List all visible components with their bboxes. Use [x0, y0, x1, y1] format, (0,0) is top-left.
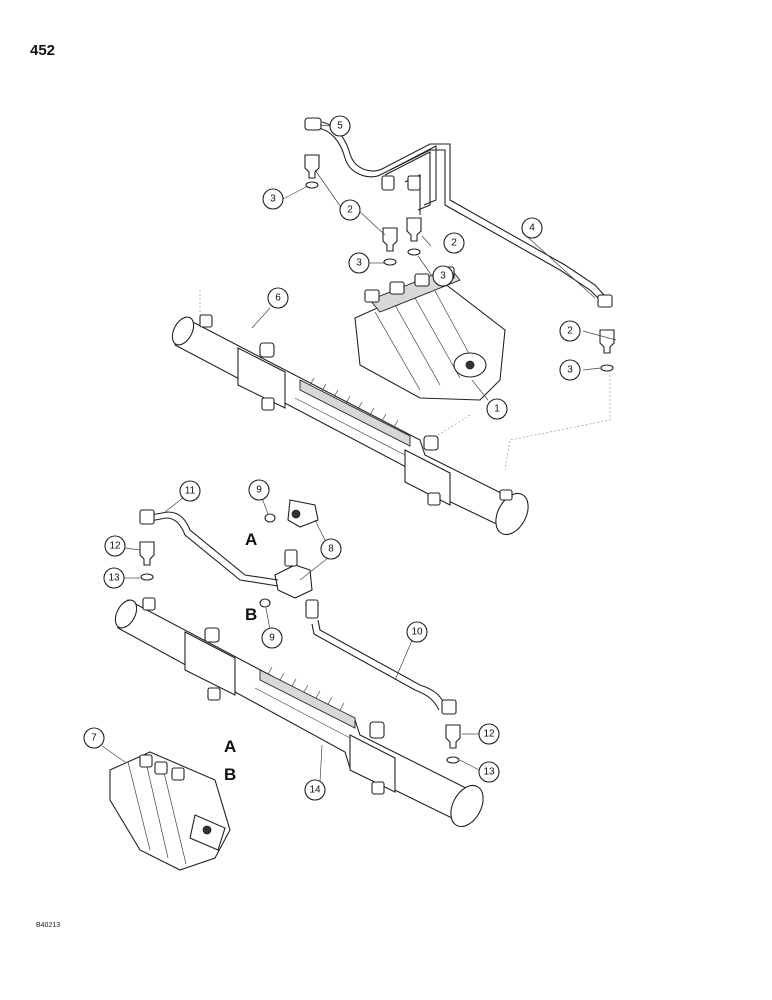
- svg-text:10: 10: [411, 627, 423, 638]
- callout-3d: 3: [559, 359, 581, 381]
- control-valve-lower: [109, 751, 231, 871]
- svg-text:1: 1: [494, 404, 500, 415]
- callout-2a: 2: [339, 199, 361, 221]
- hydraulic-tubes-lower: [139, 509, 457, 715]
- svg-text:12: 12: [483, 729, 495, 740]
- svg-text:11: 11: [185, 486, 196, 497]
- callout-13b: 13: [478, 761, 500, 783]
- callout-labels: 5 3 2 3 2 3 4 6 2 3 1 9 8 11 12 13 9 10 …: [83, 115, 581, 801]
- port-label-a-upper: A: [245, 530, 257, 549]
- callout-14: 14: [304, 779, 326, 801]
- callout-5: 5: [329, 115, 351, 137]
- port-label-b-upper: B: [245, 605, 257, 624]
- svg-text:9: 9: [256, 485, 262, 496]
- svg-text:4: 4: [529, 223, 535, 234]
- svg-text:2: 2: [347, 205, 353, 216]
- fittings-upper: [304, 154, 615, 372]
- upper-cylinder-assembly: [171, 117, 615, 536]
- svg-text:13: 13: [483, 767, 495, 778]
- svg-text:3: 3: [440, 271, 446, 282]
- fittings-lower: [139, 541, 461, 764]
- svg-text:2: 2: [451, 238, 457, 249]
- svg-text:3: 3: [270, 194, 276, 205]
- steering-cylinder-lower: [114, 597, 484, 828]
- port-label-b-lower: B: [224, 765, 236, 784]
- svg-text:5: 5: [337, 121, 343, 132]
- callout-1: 1: [486, 398, 508, 420]
- port-labels: A B A B: [224, 530, 257, 784]
- svg-text:8: 8: [328, 544, 334, 555]
- callout-7: 7: [83, 727, 105, 749]
- callout-9b: 9: [261, 627, 283, 649]
- tee-fittings: [259, 499, 319, 608]
- callout-10: 10: [406, 621, 428, 643]
- svg-text:14: 14: [309, 785, 321, 796]
- callout-13a: 13: [103, 567, 125, 589]
- svg-text:2: 2: [567, 326, 573, 337]
- steering-cylinder-upper: [171, 314, 529, 536]
- callout-9a: 9: [248, 479, 270, 501]
- figure-code: B40213: [36, 922, 61, 929]
- callout-2c: 2: [559, 320, 581, 342]
- callout-8: 8: [320, 538, 342, 560]
- svg-text:13: 13: [108, 573, 120, 584]
- svg-text:3: 3: [356, 258, 362, 269]
- callout-4: 4: [521, 217, 543, 239]
- svg-text:12: 12: [109, 541, 121, 552]
- control-valve-upper: [354, 266, 506, 401]
- callout-3a: 3: [262, 188, 284, 210]
- svg-text:3: 3: [567, 365, 573, 376]
- callout-12a: 12: [104, 535, 126, 557]
- lower-cylinder-assembly: [109, 499, 484, 871]
- svg-text:9: 9: [269, 633, 275, 644]
- callout-leaders: [101, 124, 617, 783]
- callout-12b: 12: [478, 723, 500, 745]
- svg-text:6: 6: [275, 293, 281, 304]
- callout-2b: 2: [443, 232, 465, 254]
- svg-text:7: 7: [91, 733, 97, 744]
- callout-6: 6: [267, 287, 289, 309]
- callout-3b: 3: [348, 252, 370, 274]
- callout-3c: 3: [432, 265, 454, 287]
- page-number: 452: [30, 42, 56, 59]
- port-label-a-lower: A: [224, 737, 236, 756]
- callout-11: 11: [179, 480, 201, 502]
